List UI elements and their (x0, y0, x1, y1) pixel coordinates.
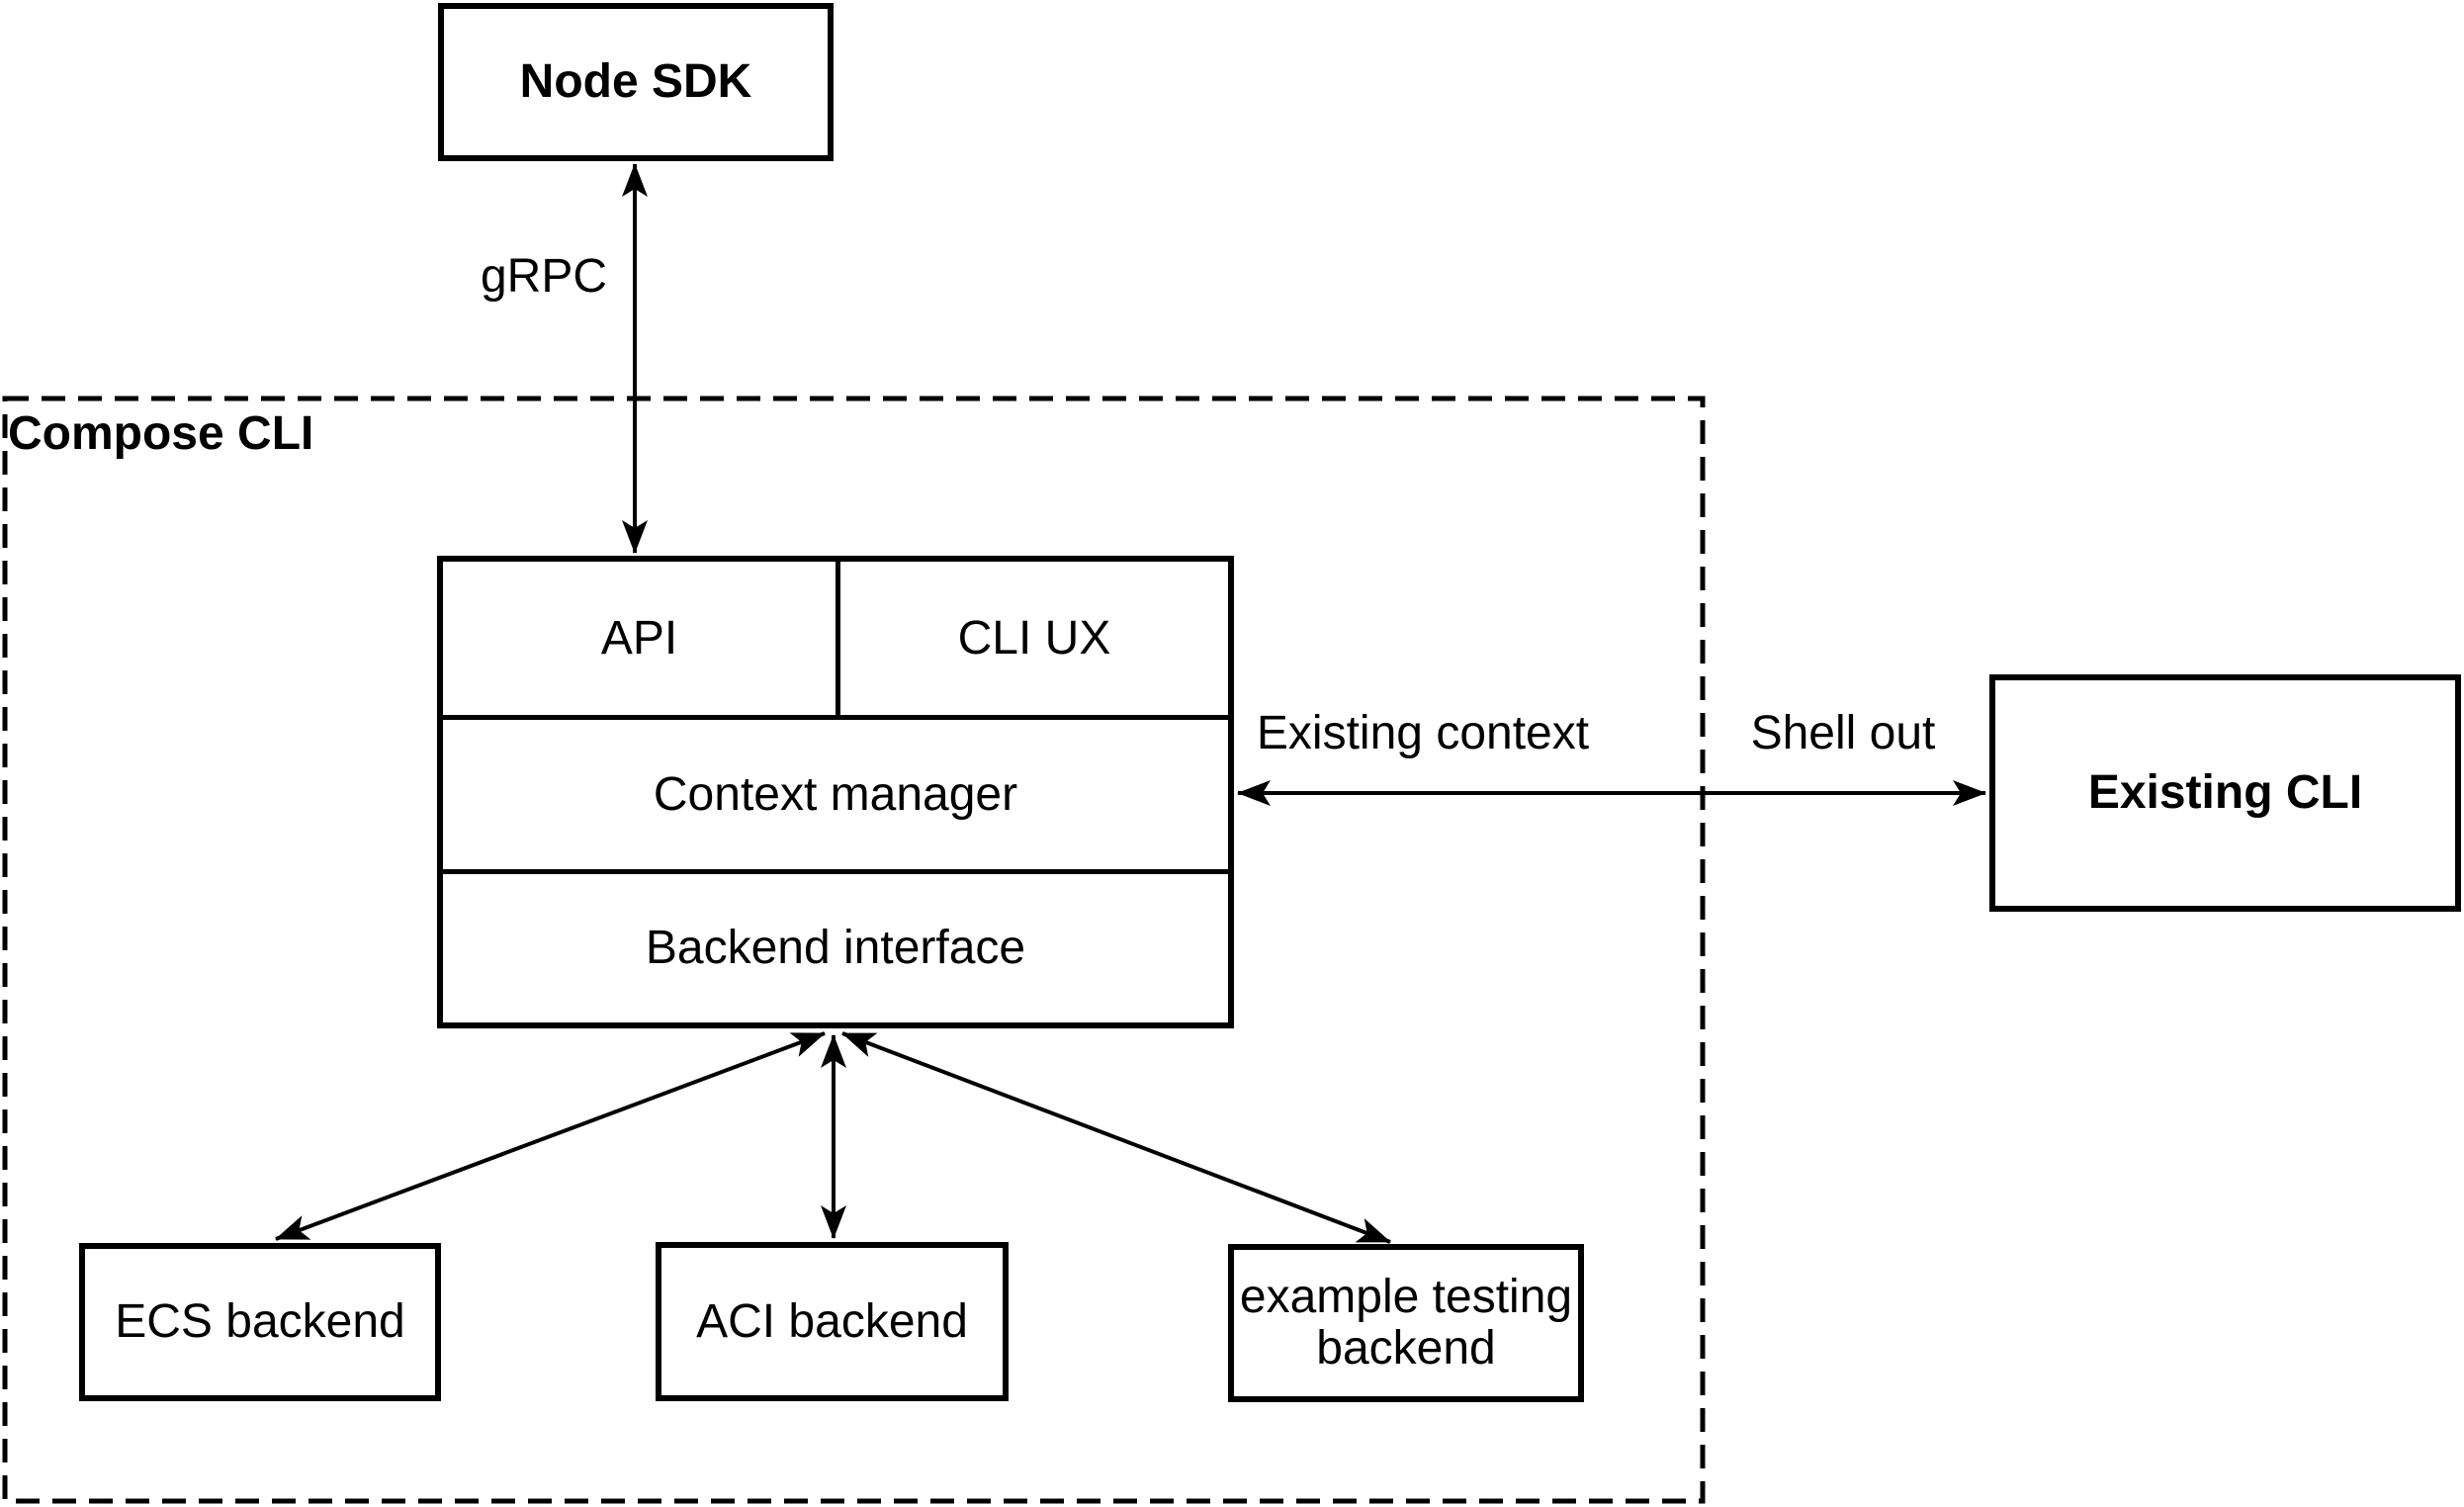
shell-out-label: Shell out (1750, 707, 1936, 759)
context-manager-label: Context manager (653, 767, 1018, 821)
backend-to-ecs-arrow (275, 1031, 826, 1241)
node-sdk-box: Node SDK (438, 3, 834, 161)
existing-cli-box: Existing CLI (1989, 674, 2461, 912)
node-sdk-label: Node SDK (519, 55, 752, 108)
backend-interface-label: Backend interface (645, 922, 1026, 975)
api-box: API (443, 562, 836, 715)
cli-ux-label: CLI UX (957, 612, 1111, 665)
context-manager-box: Context manager (443, 715, 1228, 868)
api-cliux-row: API CLI UX (443, 562, 1228, 716)
api-label: API (600, 612, 678, 665)
compose-cli-group-label: Compose CLI (8, 407, 314, 460)
example-testing-backend-label: example testing backend (1239, 1271, 1573, 1374)
backend-interface-box: Backend interface (443, 868, 1228, 1022)
existing-context-label: Existing context (1256, 707, 1590, 759)
ecs-backend-label: ECS backend (115, 1295, 405, 1348)
cli-ux-box: CLI UX (836, 562, 1228, 716)
backend-to-example-arrow (841, 1031, 1391, 1244)
grpc-label: gRPC (480, 250, 608, 303)
compose-cli-group-border (2, 396, 1706, 1504)
aci-backend-box: ACI backend (656, 1242, 1009, 1401)
existing-cli-label: Existing CLI (2087, 766, 2363, 819)
aci-backend-label: ACI backend (696, 1294, 968, 1348)
example-testing-backend-box: example testing backend (1228, 1244, 1584, 1402)
compose-cli-core-box: API CLI UX Context manager Backend inter… (437, 556, 1234, 1028)
ecs-backend-box: ECS backend (79, 1243, 441, 1401)
